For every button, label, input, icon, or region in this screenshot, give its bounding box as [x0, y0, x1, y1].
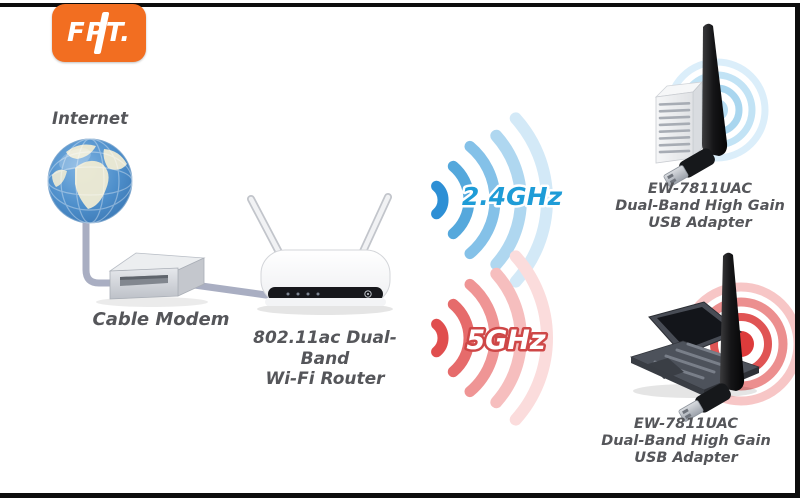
router-label-line2: Wi-Fi Router: [265, 369, 385, 390]
wifi-arc: [464, 278, 501, 398]
wifi-arc: [490, 267, 527, 409]
adapter-type: USB Adapter: [648, 215, 752, 231]
wifi-arc: [509, 112, 554, 288]
laptop-trackpad: [648, 358, 684, 379]
adapter-type: USB Adapter: [634, 450, 738, 466]
wifi-arc: [490, 129, 527, 271]
router-label-line1: 802.11ac Dual-Band: [253, 328, 397, 369]
usb-plug-icon: [678, 400, 704, 422]
logo-text: FPT.: [66, 18, 131, 48]
desktop-pc-illustration: [654, 80, 704, 164]
usb-adapter-top: [663, 23, 728, 187]
wifi-arc: [431, 180, 449, 220]
wifi-arc: [447, 298, 475, 378]
usb-plug-icon: [663, 165, 689, 187]
adapter-body: [679, 148, 715, 178]
cable-modem-label: Cable Modem: [92, 309, 230, 330]
frame-border-bottom: [0, 493, 800, 498]
router-antenna-left: [247, 195, 286, 262]
band-24ghz-label: 2.4GHz: [462, 182, 563, 211]
cable-modem-illustration: [96, 252, 208, 307]
adapter-model: EW-7811UAC: [633, 416, 739, 432]
wifi-arc: [447, 160, 475, 240]
router-status-lights: [286, 292, 320, 296]
adapter-bottom-label: EW-7811UAC Dual-Band High Gain USB Adapt…: [596, 416, 776, 467]
router-label: 802.11ac Dual-Band Wi-Fi Router: [230, 328, 420, 390]
wifi-signal-24ghz: [431, 112, 554, 288]
internet-globe-icon: [47, 138, 133, 224]
wifi-signal-5ghz: [431, 250, 554, 426]
adapter-description: Dual-Band High Gain: [615, 198, 785, 214]
fpt-logo: FPT.: [52, 4, 146, 62]
router-front-panel: [268, 287, 383, 301]
wifi-arc: [509, 250, 554, 426]
wifi-arc: [431, 318, 449, 358]
router-antenna-right: [356, 193, 392, 262]
wifi-arc: [464, 140, 501, 260]
adapter-top-label: EW-7811UAC Dual-Band High Gain USB Adapt…: [610, 181, 790, 232]
wan-cable: [82, 208, 270, 299]
band-5ghz-label: 5GHz: [466, 325, 546, 356]
usb-adapter-bottom: [678, 252, 745, 422]
adapter-description: Dual-Band High Gain: [601, 433, 771, 449]
frame-border-right: [795, 3, 800, 497]
adapter-body: [695, 383, 731, 413]
internet-label: Internet: [52, 109, 128, 128]
adapter-model: EW-7811UAC: [647, 181, 753, 197]
frame-border-top: [0, 3, 800, 7]
adapter-antenna-blade: [719, 252, 745, 391]
router-wps-icon: [364, 290, 372, 298]
router-illustration: [247, 193, 393, 315]
adapter-antenna-blade: [702, 23, 728, 157]
